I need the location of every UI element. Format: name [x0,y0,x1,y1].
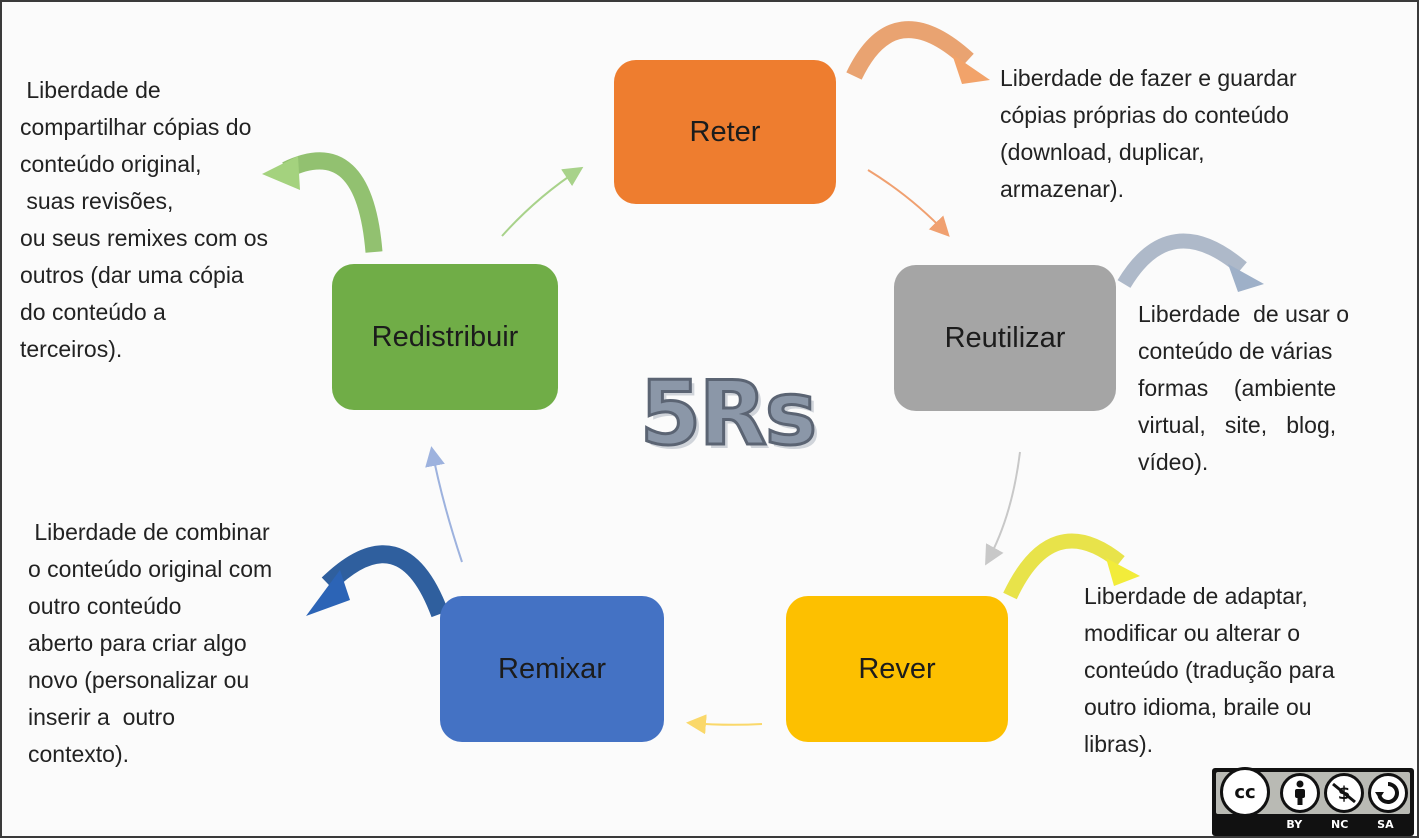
curved-arrow-reter [846,21,990,84]
node-rever-label: Rever [858,652,936,685]
desc-redistribuir: Liberdade de compartilhar cópias do cont… [20,77,268,362]
node-rever: Rever [786,596,1008,742]
curved-arrow-reutilizar [1117,233,1264,292]
noncommercial-icon: $ [1324,773,1364,813]
desc-remixar: Liberdade de combinar o conteúdo origina… [28,519,273,767]
node-remixar-label: Remixar [498,652,606,685]
curved-arrow-redistribuir [262,152,383,253]
cc-license-badge: cc $ BY NC SA [1212,767,1414,836]
center-title: 5Rs [638,361,818,467]
cc-tag-by: BY [1286,818,1303,831]
connector-reutilizar-rever [985,451,1021,566]
node-reter-label: Reter [689,115,761,148]
node-redistribuir: Redistribuir [332,264,558,410]
node-reutilizar-label: Reutilizar [944,321,1066,354]
cc-icon: cc [1220,767,1270,817]
connector-reter-reutilizar [867,169,950,237]
connector-remixar-redistribuir [425,446,463,563]
desc-reter: Liberdade de fazer e guardar cópias próp… [1000,65,1297,202]
cc-tags: BY NC SA [1272,816,1408,834]
sharealike-icon [1368,773,1408,813]
connector-redistribuir-reter [501,166,584,237]
cc-icon-text: cc [1234,781,1256,803]
attribution-icon [1280,773,1320,813]
curved-arrow-remixar [306,545,449,618]
connector-rever-remixar [686,714,763,735]
node-redistribuir-label: Redistribuir [371,320,519,353]
node-reutilizar: Reutilizar [894,265,1116,411]
cc-tag-nc: NC [1331,818,1349,831]
desc-rever: Liberdade de adaptar, modificar ou alter… [1084,583,1335,757]
cc-tag-sa: SA [1377,818,1394,831]
node-reter: Reter [614,60,836,204]
curved-arrow-rever [1003,533,1140,600]
node-remixar: Remixar [440,596,664,742]
desc-reutilizar: Liberdade de usar o conteúdo de várias f… [1138,301,1349,475]
